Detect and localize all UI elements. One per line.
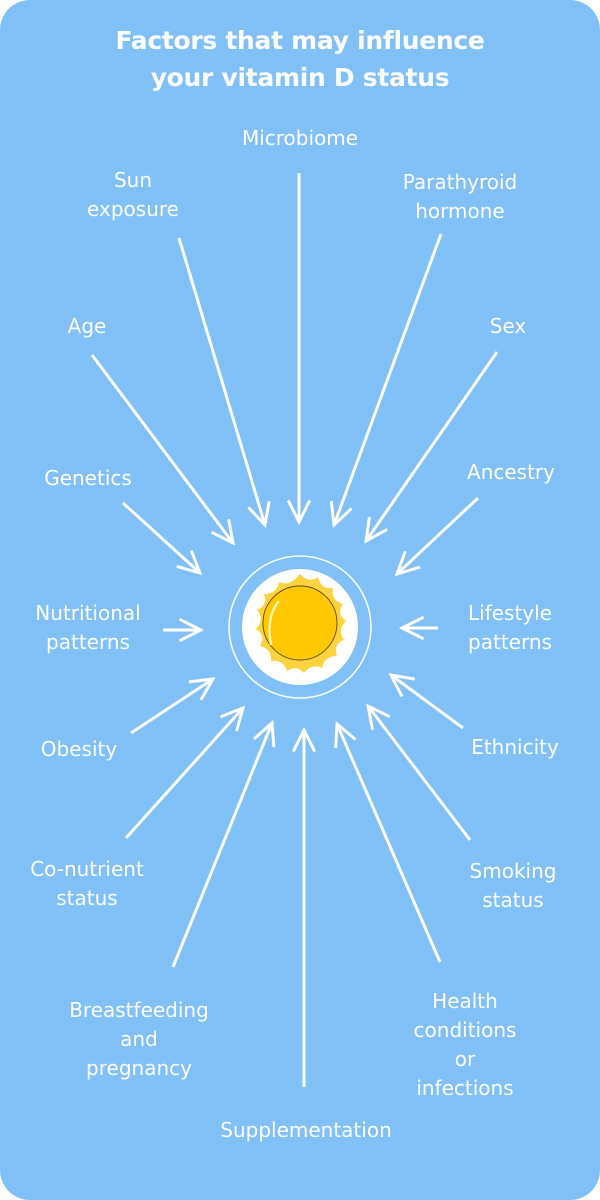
title-line-2: your vitamin D status bbox=[150, 63, 450, 92]
arrow-smoking bbox=[368, 706, 472, 841]
arrow-genetics bbox=[121, 501, 200, 573]
sun-highlight bbox=[268, 600, 280, 646]
arrow-breastfeeding bbox=[171, 723, 272, 968]
sun-core bbox=[262, 585, 338, 661]
factor-smoking-status: Smoking status bbox=[469, 859, 557, 912]
arrow-obesity bbox=[130, 679, 213, 735]
factor-age: Age bbox=[67, 314, 107, 338]
factor-nutritional-patterns: Nutritional patterns bbox=[35, 601, 141, 654]
arrow-health bbox=[337, 724, 442, 963]
arrow-age bbox=[90, 354, 233, 543]
factor-supplementation: Supplementation bbox=[220, 1118, 392, 1142]
outer-ring bbox=[228, 555, 372, 699]
arrow-sex bbox=[366, 351, 499, 541]
factor-parathyroid-hormone: Parathyroid hormone bbox=[402, 170, 518, 223]
sun-icon bbox=[228, 555, 372, 699]
factor-ancestry: Ancestry bbox=[467, 460, 555, 484]
factor-obesity: Obesity bbox=[40, 737, 118, 761]
factor-sun-exposure: Sun exposure bbox=[87, 168, 179, 221]
factor-ethnicity: Ethnicity bbox=[471, 735, 559, 759]
arrow-co-nutrient bbox=[124, 708, 243, 840]
title-line-1: Factors that may influence bbox=[115, 26, 485, 55]
arrow-ethnicity bbox=[391, 675, 464, 730]
factor-breastfeeding-pregnancy: Breastfeeding and pregnancy bbox=[69, 998, 209, 1080]
arrow-ancestry bbox=[397, 496, 480, 574]
infographic-title: Factors that may influence your vitamin … bbox=[0, 22, 600, 96]
factor-health-conditions: Health conditions or infections bbox=[413, 989, 517, 1100]
factor-co-nutrient-status: Co-nutrient status bbox=[30, 857, 144, 910]
arrow-parathyroid bbox=[334, 233, 443, 525]
factor-lifestyle-patterns: Lifestyle patterns bbox=[467, 601, 553, 654]
factor-microbiome: Microbiome bbox=[241, 126, 359, 150]
factor-sex: Sex bbox=[489, 314, 527, 338]
arrow-sun-exposure bbox=[177, 237, 265, 525]
factor-genetics: Genetics bbox=[44, 466, 132, 490]
